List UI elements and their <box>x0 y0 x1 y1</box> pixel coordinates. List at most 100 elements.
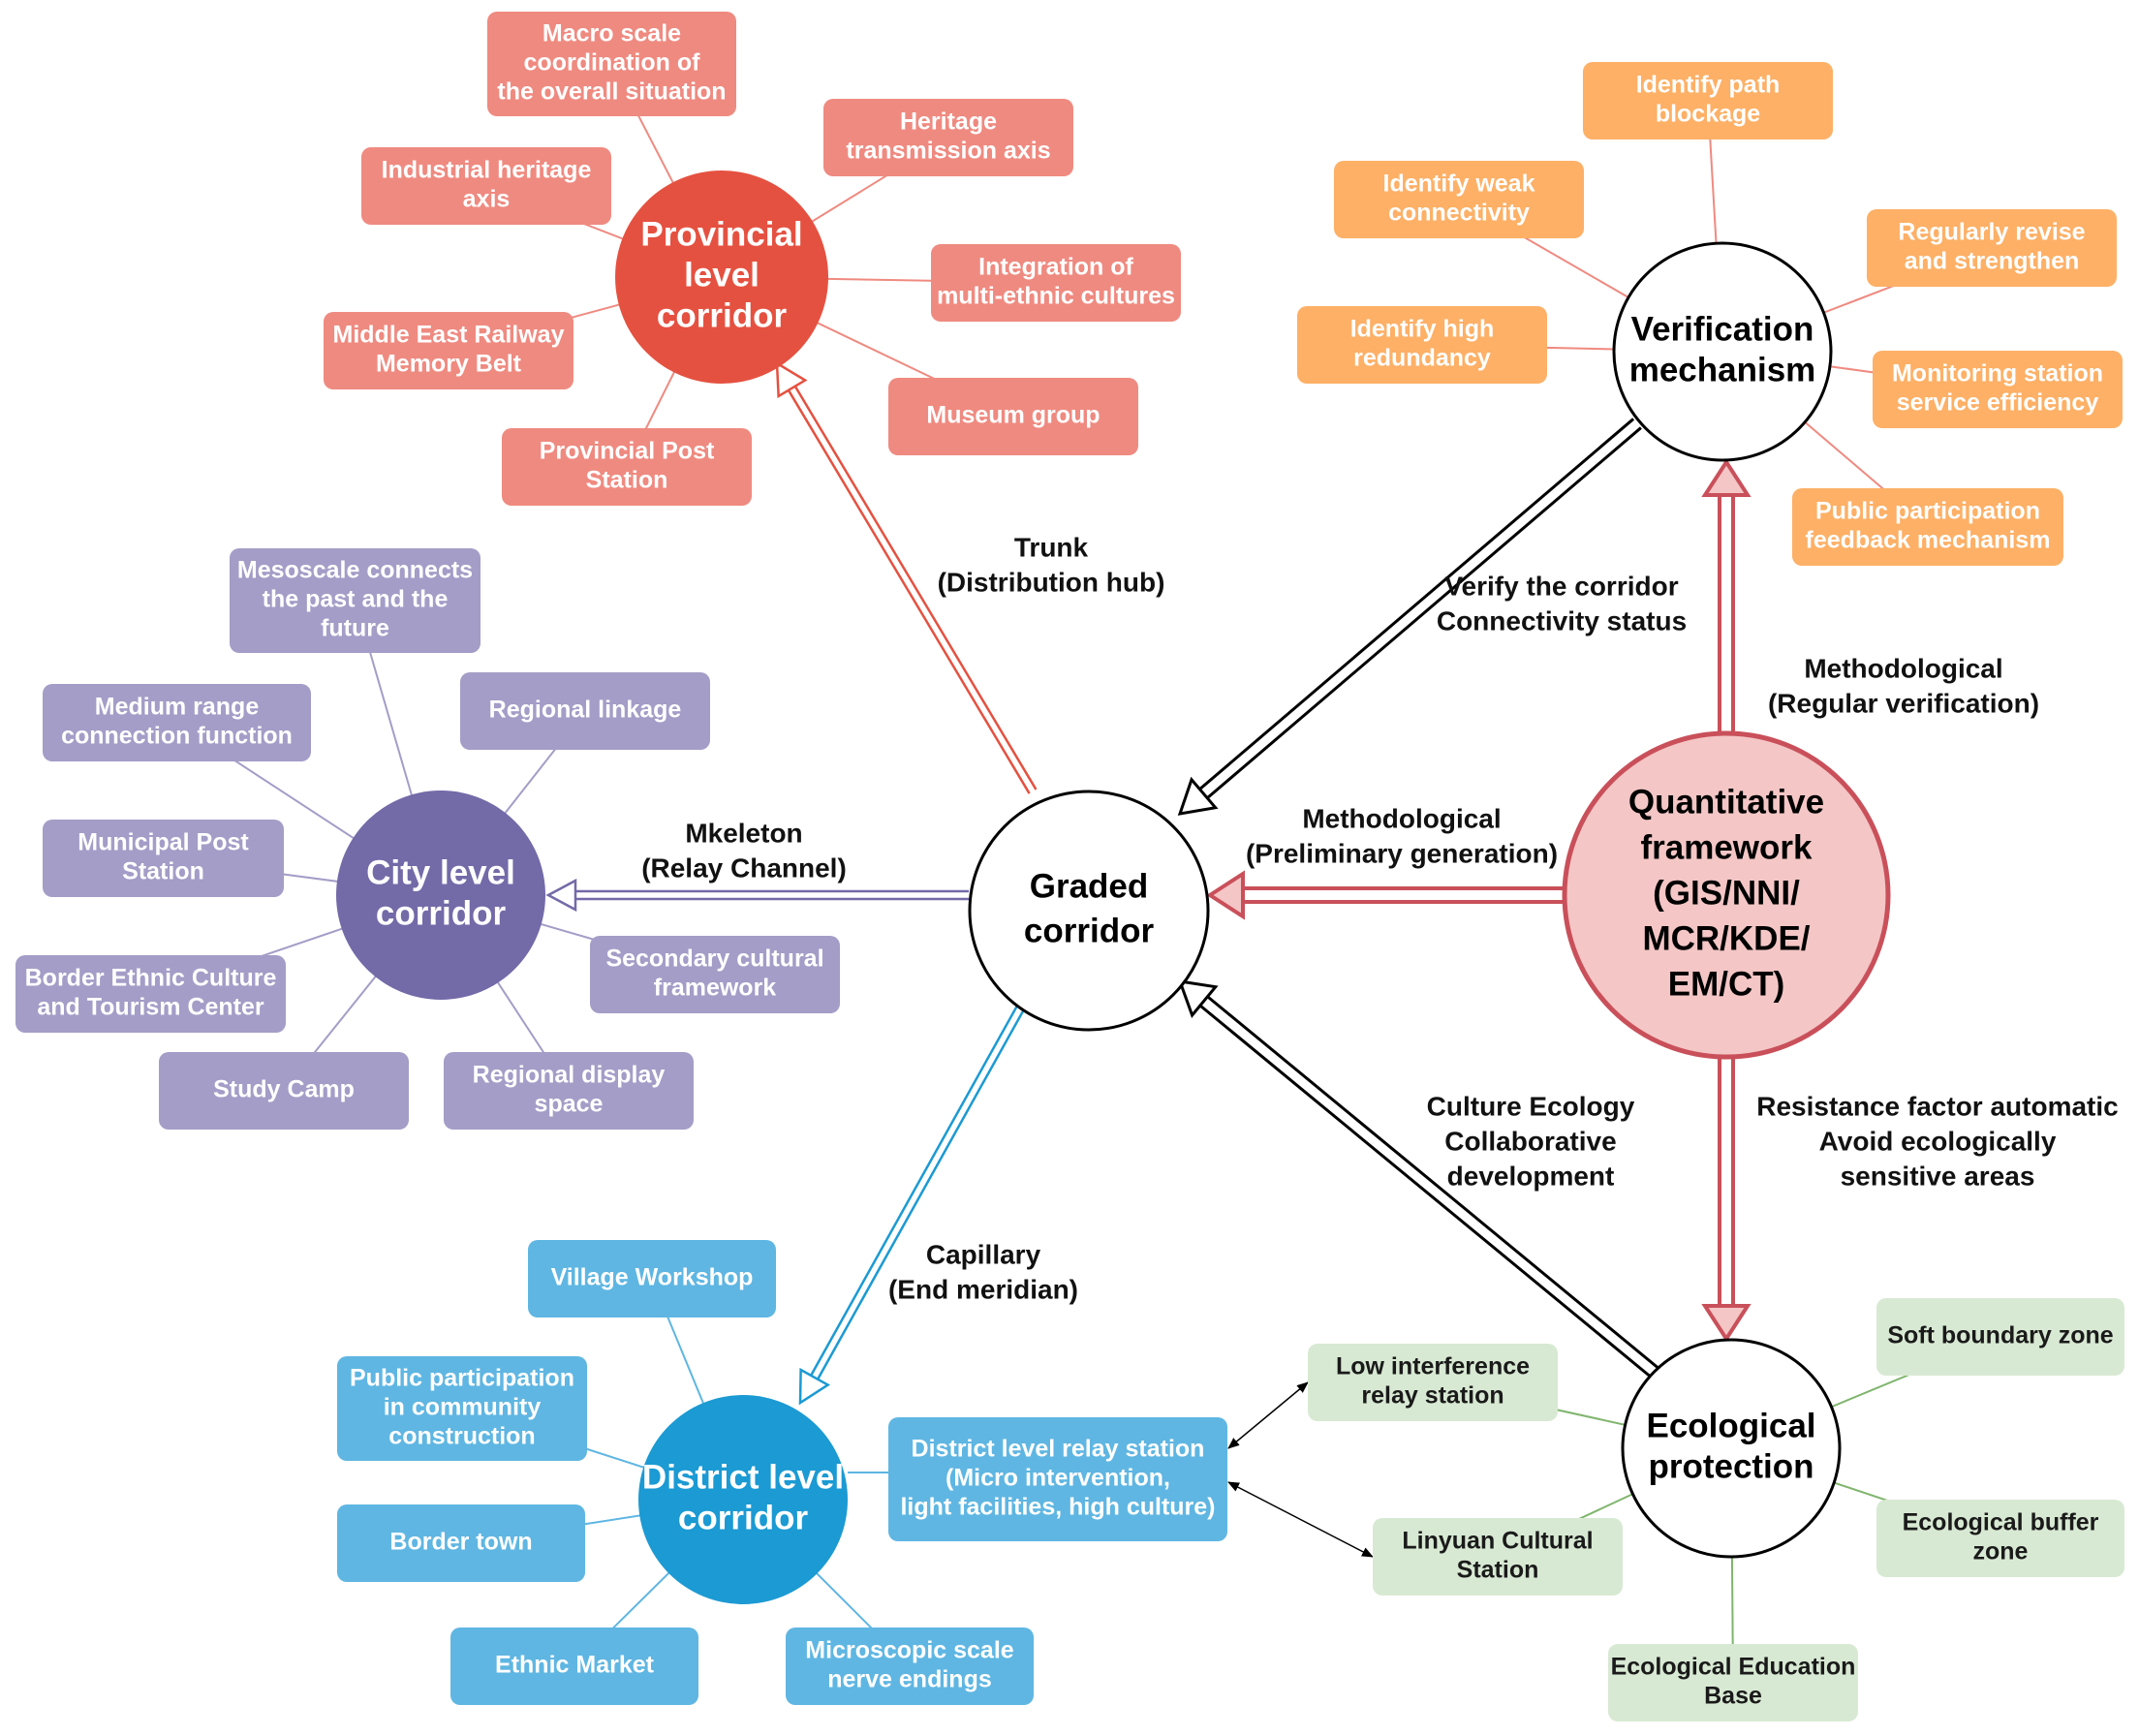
city-concept-box: Regional linkage <box>460 672 710 750</box>
box-background <box>43 820 284 897</box>
box-background <box>16 955 286 1033</box>
box-background <box>337 1356 587 1461</box>
box-background <box>528 1240 776 1318</box>
box-background <box>931 244 1181 322</box>
box-background <box>888 378 1138 455</box>
hub-circle <box>1612 241 1833 462</box>
district-concept-box: Ethnic Market <box>450 1628 698 1705</box>
edge-label-prelim: Methodological(Preliminary generation) <box>1246 803 1558 868</box>
arrow-resistance <box>1701 1057 1752 1343</box>
edge-label-skeleton: Mkeleton(Relay Channel) <box>641 818 847 883</box>
hub-circle <box>1562 730 1891 1060</box>
arrow-trunk <box>775 360 1038 794</box>
hub-circle <box>638 1395 848 1604</box>
box-background <box>230 548 480 653</box>
district-concept-box: Border town <box>337 1504 585 1582</box>
box-background <box>1583 62 1833 140</box>
box-label: Museum group <box>926 402 1100 429</box>
box-background <box>1867 209 2117 287</box>
box-background <box>450 1628 698 1705</box>
box-background <box>502 428 752 506</box>
box-background <box>1876 1298 2124 1376</box>
box-label: Border town <box>389 1529 532 1556</box>
box-background <box>1308 1344 1558 1421</box>
box-background <box>1608 1644 1858 1721</box>
box-label: District level relay station(Micro inter… <box>900 1436 1215 1521</box>
box-background <box>460 672 710 750</box>
relay-link-arrow <box>1227 1381 1309 1449</box>
arrow-culture <box>1177 979 1658 1378</box>
box-background <box>1876 1500 2124 1577</box>
box-background <box>1373 1518 1623 1596</box>
box-background <box>1873 351 2123 428</box>
hub-circle <box>968 790 1210 1032</box>
arrow-skeleton <box>545 878 969 913</box>
arrow-capillary <box>798 997 1030 1406</box>
box-background <box>1297 306 1547 384</box>
arrow-verify <box>1177 418 1642 816</box>
edge-labels: Trunk(Distribution hub) Mkeleton(Relay Ch… <box>641 532 2119 1304</box>
district-concept-box: Village Workshop <box>528 1240 776 1318</box>
box-background <box>361 147 611 225</box>
box-background <box>786 1628 1034 1705</box>
relay-link-arrow <box>1227 1481 1374 1558</box>
box-background <box>888 1417 1227 1541</box>
edge-label-trunk: Trunk(Distribution hub) <box>938 532 1165 597</box>
arrow-regular-verification <box>1701 458 1752 733</box>
box-background <box>43 684 311 761</box>
hub-circle <box>615 170 828 384</box>
box-label: Soft boundary zone <box>1887 1322 2113 1349</box>
edge-label-capillary: Capillary(End meridian) <box>888 1239 1078 1304</box>
box-background <box>487 12 736 116</box>
flow-arrows <box>545 360 1752 1558</box>
edge-label-regular: Methodological(Regular verification) <box>1768 653 2039 718</box>
